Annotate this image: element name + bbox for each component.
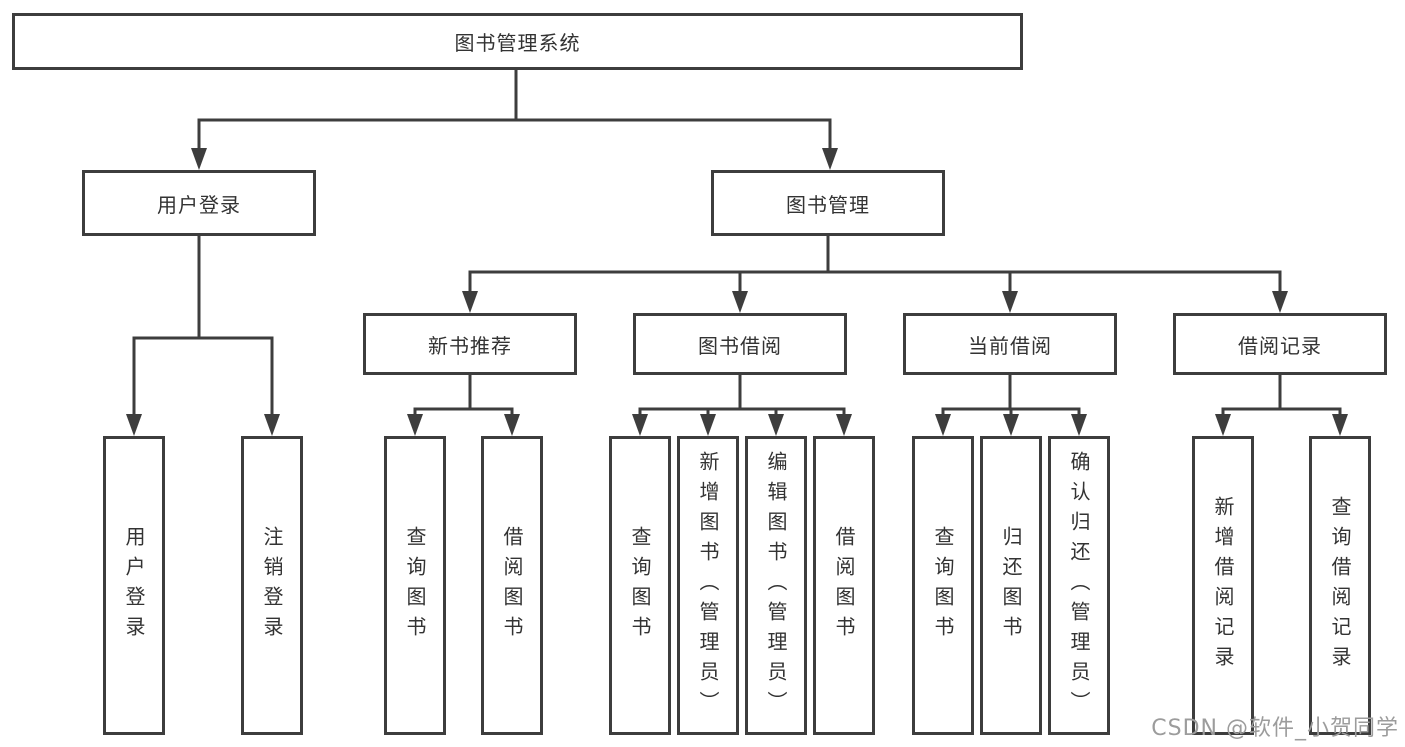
node-leaf-records-add: 新增借阅记录 (1192, 436, 1254, 735)
node-leaf-current-query: 查询图书 (912, 436, 974, 735)
node-leaf-borrow-query-label: 查询图书 (628, 525, 652, 646)
node-leaf-borrow-edit-label: 编辑图书（管理员） (764, 450, 788, 721)
node-root-label: 图书管理系统 (454, 31, 581, 55)
node-branch-user-login-label: 用户登录 (157, 192, 241, 217)
node-leaf-records-add-label: 新增借阅记录 (1211, 495, 1235, 676)
node-leaf-logout: 注销登录 (241, 436, 303, 735)
node-group-borrow-records: 借阅记录 (1173, 313, 1387, 375)
node-leaf-newbooks-query: 查询图书 (384, 436, 446, 735)
node-leaf-current-return: 归还图书 (980, 436, 1042, 735)
node-leaf-borrow-query: 查询图书 (609, 436, 671, 735)
node-branch-book-mgmt-label: 图书管理 (786, 192, 870, 217)
node-leaf-borrow-add: 新增图书（管理员） (677, 436, 739, 735)
node-leaf-borrow-edit: 编辑图书（管理员） (745, 436, 807, 735)
node-leaf-records-query-label: 查询借阅记录 (1328, 495, 1352, 676)
node-group-borrow-records-label: 借阅记录 (1238, 333, 1322, 358)
node-leaf-borrow-add-label: 新增图书（管理员） (696, 450, 720, 721)
node-leaf-newbooks-borrow-label: 借阅图书 (500, 525, 524, 646)
node-group-current-borrow: 当前借阅 (903, 313, 1117, 375)
node-root: 图书管理系统 (12, 13, 1023, 70)
node-leaf-records-query: 查询借阅记录 (1309, 436, 1371, 735)
node-leaf-newbooks-borrow: 借阅图书 (481, 436, 543, 735)
node-leaf-current-confirm-label: 确认归还（管理员） (1067, 450, 1091, 721)
node-leaf-user-login: 用户登录 (103, 436, 165, 735)
node-group-new-books: 新书推荐 (363, 313, 577, 375)
arrowheads (126, 148, 1348, 436)
node-branch-book-mgmt: 图书管理 (711, 170, 945, 236)
node-group-current-borrow-label: 当前借阅 (968, 333, 1052, 358)
node-group-book-borrow-label: 图书借阅 (698, 333, 782, 358)
node-leaf-borrow-borrow-label: 借阅图书 (832, 525, 856, 646)
node-leaf-logout-label: 注销登录 (260, 525, 284, 646)
node-group-new-books-label: 新书推荐 (428, 333, 512, 358)
node-leaf-newbooks-query-label: 查询图书 (403, 525, 427, 646)
node-leaf-borrow-borrow: 借阅图书 (813, 436, 875, 735)
node-branch-user-login: 用户登录 (82, 170, 316, 236)
csdn-watermark: CSDN @软件_小贺同学 (1151, 716, 1399, 741)
node-group-book-borrow: 图书借阅 (633, 313, 847, 375)
node-leaf-current-return-label: 归还图书 (999, 525, 1023, 646)
node-leaf-user-login-label: 用户登录 (122, 525, 146, 646)
node-leaf-current-confirm: 确认归还（管理员） (1048, 436, 1110, 735)
node-leaf-current-query-label: 查询图书 (931, 525, 955, 646)
